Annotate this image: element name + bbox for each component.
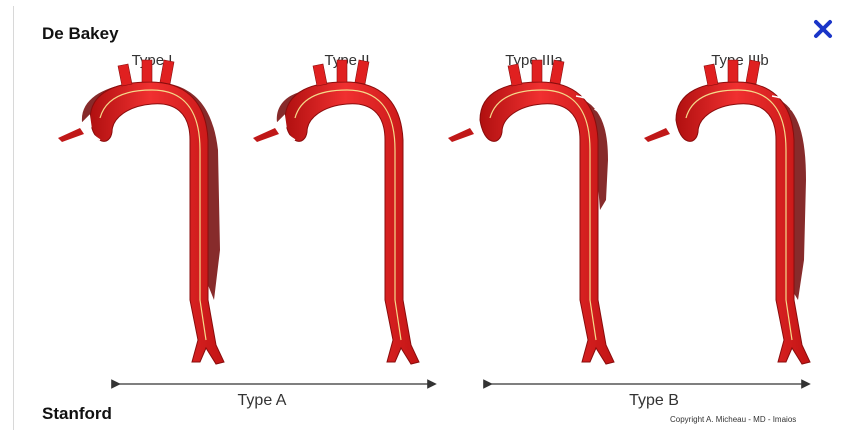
- copyright-text: Copyright A. Micheau - MD - Imaios: [670, 415, 796, 424]
- aorta-type-iiia: [448, 60, 614, 364]
- stanford-type-a-label: Type A: [202, 392, 322, 410]
- aorta-type-iiib: [644, 60, 810, 364]
- aorta-type-i: [58, 60, 224, 364]
- aorta-type-ii: [253, 60, 419, 364]
- stanford-type-b-label: Type B: [594, 392, 714, 410]
